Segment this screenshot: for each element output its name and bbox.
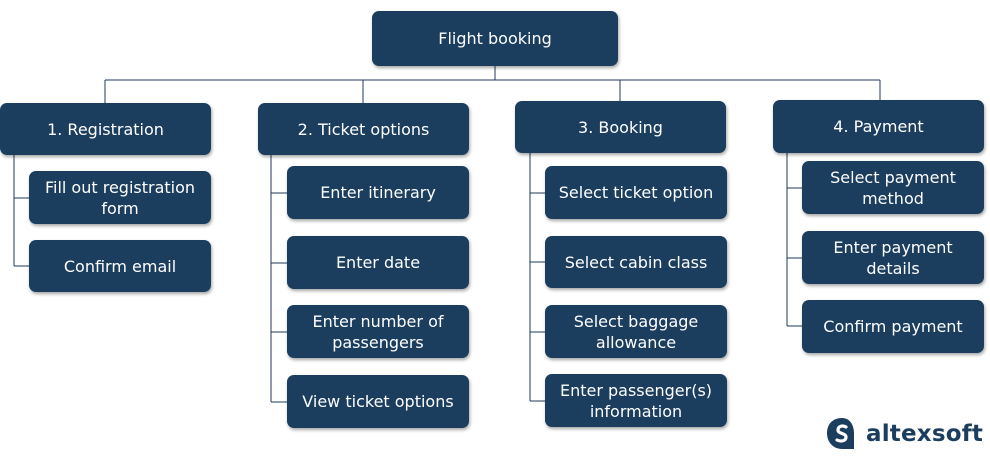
step-label: View ticket options <box>302 392 454 411</box>
step-node: Confirm payment <box>802 300 984 353</box>
step-label: Enter passenger(s) information <box>559 380 713 421</box>
step-node: Select cabin class <box>545 236 727 288</box>
group-label: 4. Payment <box>833 117 924 136</box>
step-label: Confirm email <box>63 256 177 276</box>
step-node: Enter number of passengers <box>287 305 469 358</box>
step-node: View ticket options <box>287 375 469 428</box>
step-node: Enter payment details <box>802 231 984 284</box>
root-node: Flight booking <box>372 11 618 66</box>
step-node: Select payment method <box>802 161 984 214</box>
step-label: Enter number of passengers <box>312 311 444 352</box>
step-node: Select baggage allowance <box>545 305 727 358</box>
step-label: Enter payment details <box>833 237 953 278</box>
group-label: 3. Booking <box>578 117 663 137</box>
step-label: Enter date <box>335 253 421 272</box>
brand-name: altexsoft <box>866 421 984 447</box>
group-node-booking: 3. Booking <box>515 101 726 153</box>
root-label: Flight booking <box>438 29 552 48</box>
altexsoft-logo-icon <box>827 418 854 449</box>
group-node-payment: 4. Payment <box>773 100 984 153</box>
group-node-ticket-options: 2. Ticket options <box>258 103 469 155</box>
step-label: Select payment method <box>830 167 956 208</box>
step-label: Select ticket option <box>558 183 714 202</box>
step-label: Select baggage allowance <box>573 311 699 352</box>
brand-logo: altexsoft <box>824 416 983 452</box>
step-node: Confirm email <box>29 240 211 292</box>
step-label: Select cabin class <box>564 252 708 272</box>
step-label: Confirm payment <box>823 317 963 336</box>
step-label: Fill out registration form <box>44 177 196 218</box>
step-node: Enter passenger(s) information <box>545 374 727 427</box>
step-node: Enter itinerary <box>287 166 469 219</box>
step-node: Enter date <box>287 236 469 289</box>
group-label: 1. Registration <box>47 119 164 139</box>
group-node-registration: 1. Registration <box>0 103 211 155</box>
step-node: Select ticket option <box>545 166 727 219</box>
step-label: Enter itinerary <box>320 183 436 202</box>
step-node: Fill out registration form <box>29 171 211 224</box>
group-label: 2. Ticket options <box>297 119 430 139</box>
